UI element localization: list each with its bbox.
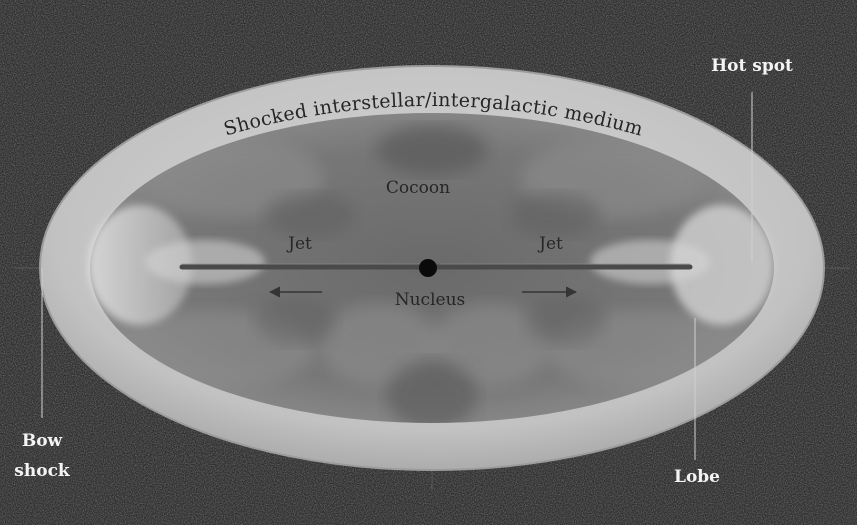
lobe-glow-right (590, 240, 710, 284)
bow-shock-label-line2: shock (14, 461, 71, 481)
lobe-glow-left (145, 240, 265, 284)
cocoon-label: Cocoon (386, 178, 450, 198)
nucleus-label: Nucleus (395, 290, 466, 310)
jet-left-label: Jet (286, 234, 312, 254)
hot-spot-label: Hot spot (711, 56, 793, 76)
bow-shock-label-line1: Bow (22, 431, 63, 451)
bow-shock-label-second: shock (14, 461, 71, 481)
lobe-label: Lobe (674, 467, 720, 487)
jet-right-label: Jet (537, 234, 563, 254)
bow-shock-label: Bow (22, 431, 63, 451)
nucleus-dot (419, 259, 437, 277)
